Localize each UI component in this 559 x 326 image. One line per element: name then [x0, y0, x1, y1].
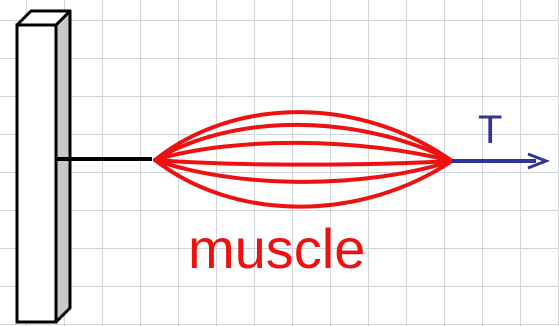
tension-arrow: [452, 152, 551, 170]
muscle-fiber: [153, 158, 454, 184]
muscle-fiber: [153, 158, 454, 209]
muscle-fiber: [153, 140, 454, 163]
muscle-fiber: [153, 158, 454, 167]
muscle-fibers: [153, 110, 454, 209]
muscle-label: muscle: [188, 217, 366, 280]
tension-label: T: [478, 108, 503, 152]
tension-arrow-head: [527, 152, 551, 170]
wall: [15, 9, 72, 324]
wall-front-face: [15, 23, 58, 324]
wall-side-face: [54, 9, 72, 324]
muscle-fiber: [153, 122, 454, 163]
muscle-fiber: [153, 110, 454, 163]
